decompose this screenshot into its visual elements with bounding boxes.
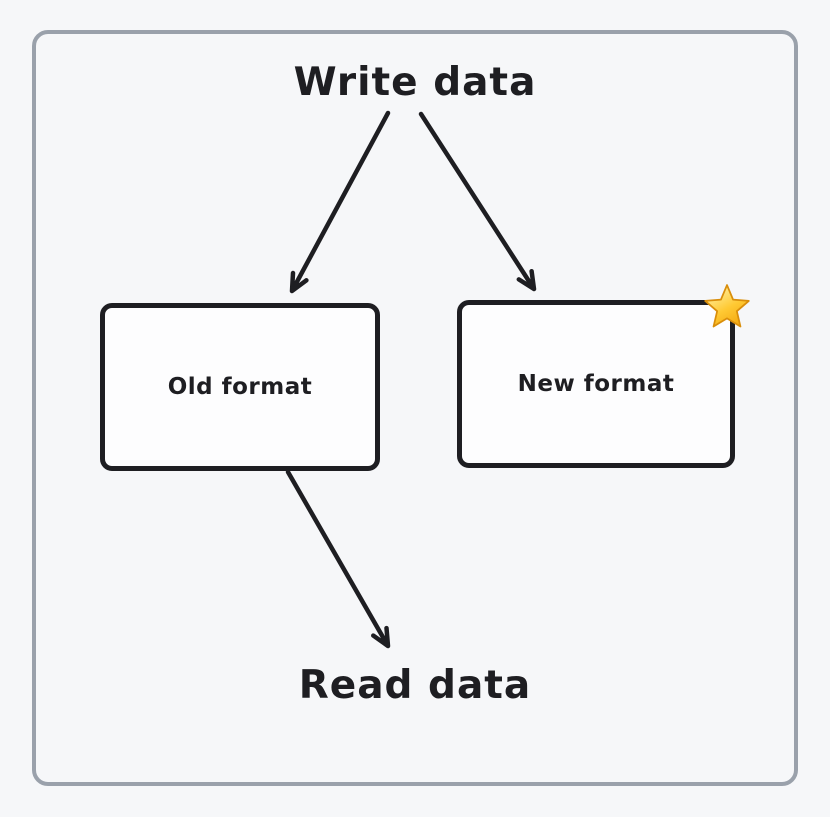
- node-new-format[interactable]: New format: [457, 300, 735, 468]
- arrow-old-to-read[interactable]: [285, 469, 391, 649]
- title-read-data[interactable]: Read data: [298, 663, 532, 708]
- title-write-data[interactable]: Write data: [293, 60, 537, 105]
- node-old-format[interactable]: Old format: [100, 303, 380, 471]
- arrow-write-to-old[interactable]: [289, 110, 391, 294]
- diagram-frame: [32, 30, 798, 786]
- star-icon[interactable]: [703, 284, 751, 332]
- node-old-format-label: Old format: [167, 374, 313, 400]
- node-new-format-label: New format: [517, 371, 675, 397]
- arrow-write-to-new[interactable]: [418, 111, 537, 292]
